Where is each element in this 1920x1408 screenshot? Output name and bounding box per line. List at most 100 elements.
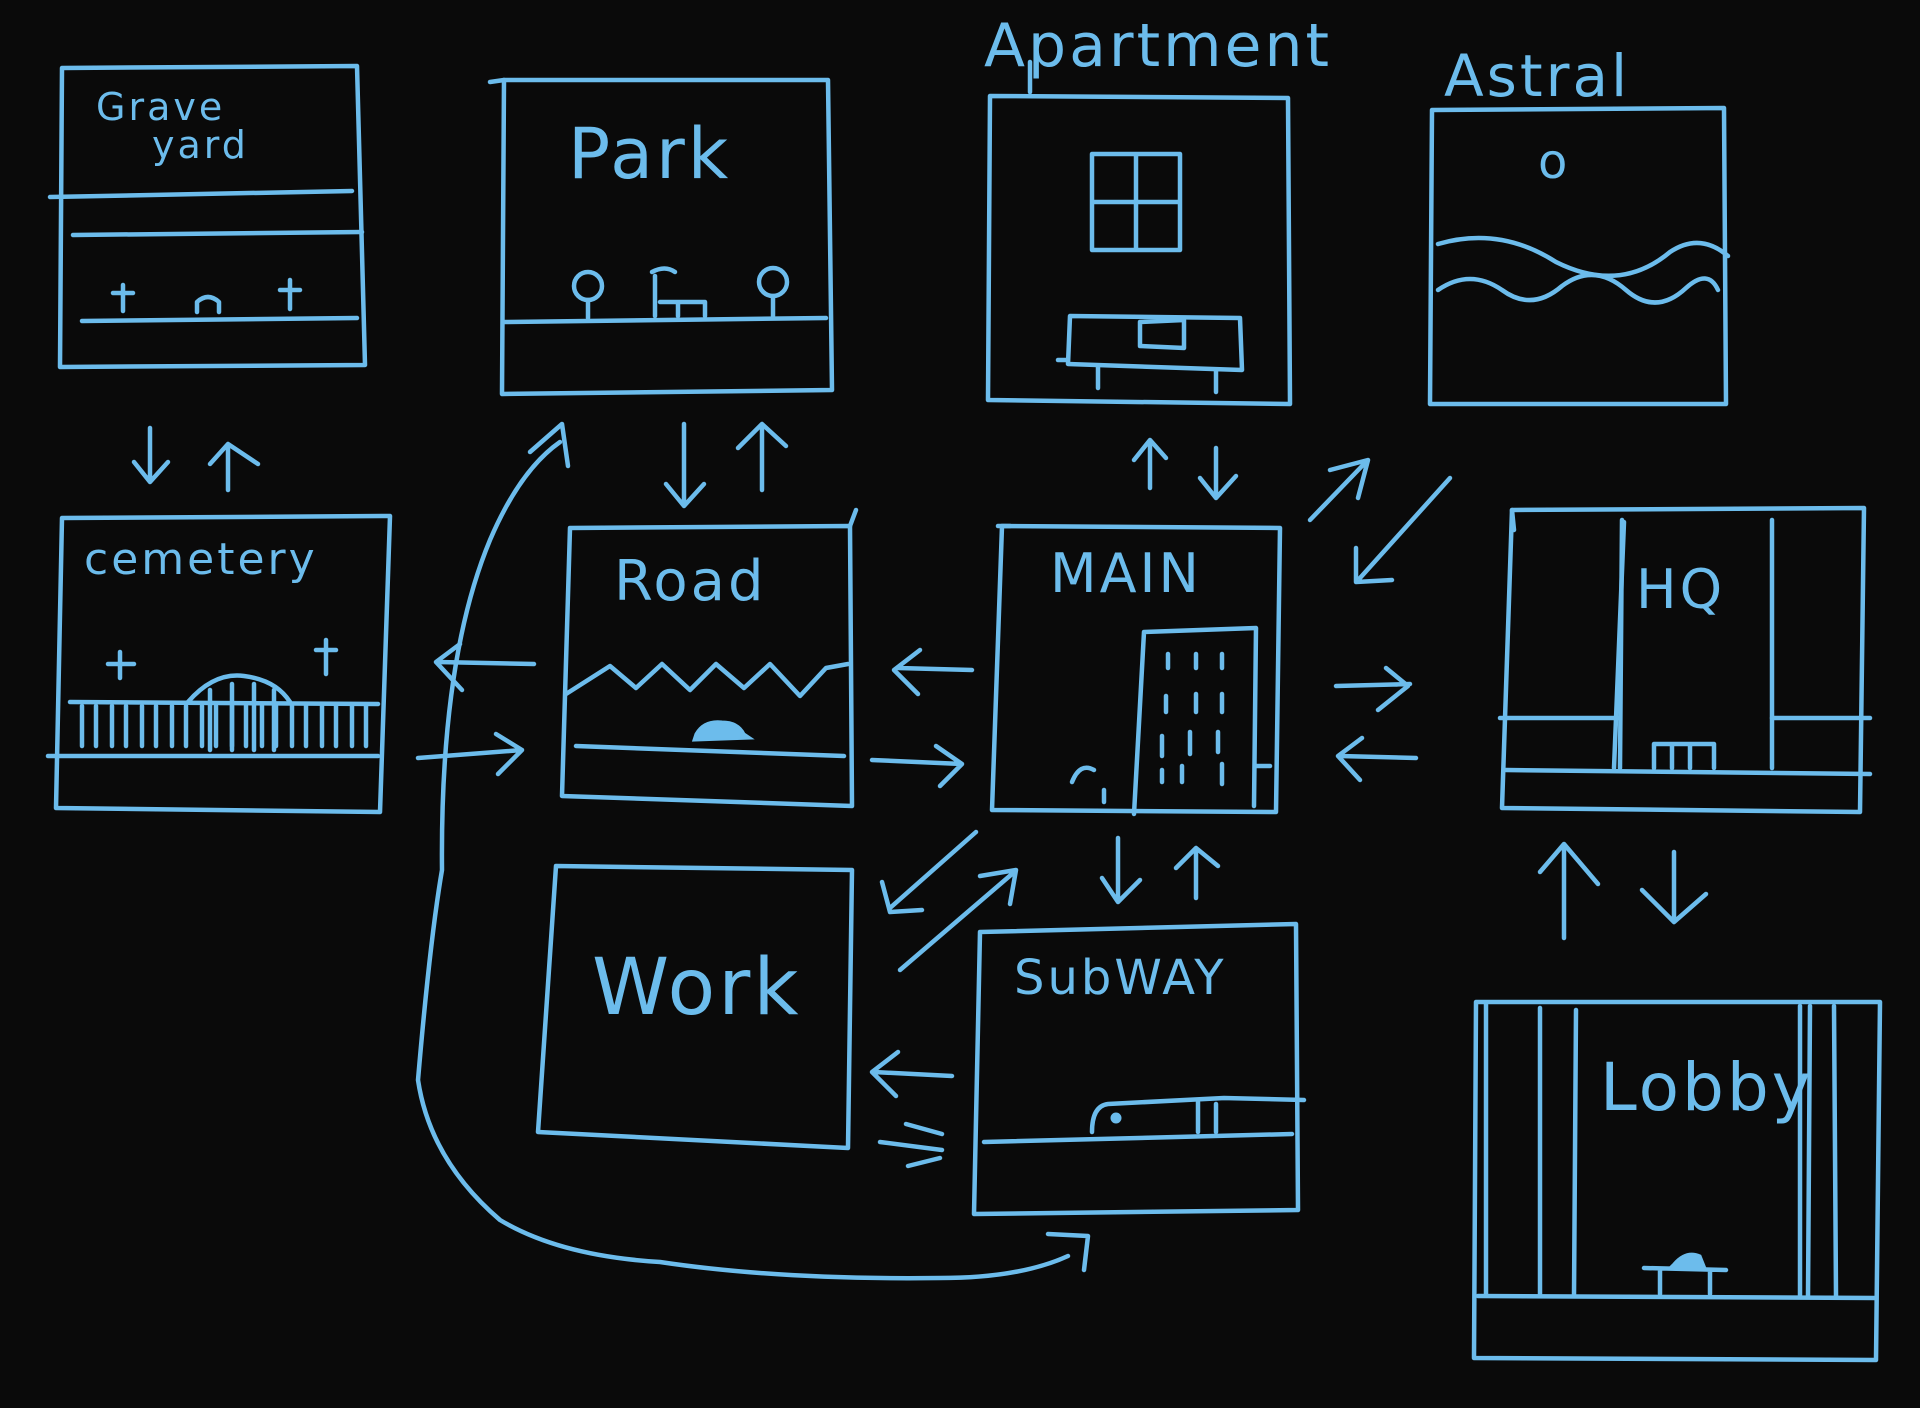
- arrow-right: [415, 731, 525, 777]
- room-frame: [53, 513, 393, 815]
- ground-line: [67, 699, 381, 707]
- room-work: Work: [535, 863, 855, 1151]
- connection-main-work: [879, 829, 1019, 973]
- room-label: Apartment: [984, 11, 1332, 81]
- connection-subway-park: [415, 421, 1091, 1281]
- arrow-down-left: [1353, 475, 1453, 585]
- arrow-down: [1099, 835, 1143, 905]
- cross-icon: [110, 282, 136, 314]
- arrow-down: [131, 425, 171, 485]
- wave-line: [1435, 272, 1721, 305]
- connection-main-subway: [1099, 835, 1221, 905]
- mountain-line: [563, 661, 851, 699]
- building-icon: [1131, 625, 1273, 817]
- room-main: MAIN: [989, 523, 1283, 817]
- arrow-right: [877, 1121, 945, 1169]
- room-frame: [499, 77, 835, 397]
- room-label: MAIN: [1050, 542, 1202, 605]
- arrow-right: [869, 743, 965, 789]
- connection-park-road: [663, 421, 789, 509]
- arrow-up: [1173, 845, 1221, 901]
- connection-main-hq: [1333, 665, 1419, 783]
- tree-icon: [756, 265, 790, 319]
- arrow-down-left: [879, 829, 979, 915]
- room-label: Lobby: [1600, 1049, 1814, 1126]
- room-road: Road: [559, 507, 859, 809]
- pillar-line: [1805, 1003, 1813, 1299]
- arrow-left: [891, 647, 975, 697]
- room-label: Road: [614, 549, 767, 614]
- ground-line: [79, 315, 360, 324]
- room-label: yard: [152, 123, 249, 167]
- room-graveyard: Grave yard: [47, 63, 368, 370]
- room-label: Grave: [96, 85, 225, 129]
- cross-icon: [277, 277, 303, 312]
- arrow-right: [1333, 665, 1413, 713]
- arrow-down: [1197, 445, 1239, 501]
- room-subway: SubWAY: [971, 921, 1307, 1217]
- room-frame: [535, 863, 855, 1151]
- room-cemetery: cemetery: [45, 513, 393, 815]
- room-label: SubWAY: [1014, 950, 1227, 1006]
- room-apartment: Apartment: [984, 11, 1332, 407]
- room-frame: [1427, 105, 1729, 407]
- room-frame: [989, 523, 1283, 815]
- bench-icon: [649, 266, 708, 319]
- frame-tick: [487, 77, 507, 85]
- connection-cemetery-road: [415, 641, 537, 777]
- window-icon: [1089, 151, 1183, 253]
- cross-icon: [105, 649, 137, 681]
- frame-tick: [1509, 507, 1517, 533]
- room-label: cemetery: [84, 534, 318, 585]
- bed-icon: [1055, 313, 1245, 395]
- arrow-down: [663, 421, 707, 509]
- curved-connector: [415, 439, 1071, 1281]
- ground-line: [47, 188, 355, 200]
- wall-line: [1617, 517, 1625, 771]
- room-label: Astral: [1444, 42, 1630, 110]
- person-icon: [1069, 765, 1107, 805]
- arrow-left: [869, 1049, 955, 1099]
- arrow-up: [1131, 437, 1169, 491]
- ground-line: [573, 743, 847, 759]
- room-label: HQ: [1636, 558, 1725, 621]
- arrow-up: [735, 421, 789, 493]
- connection-road-main: [869, 647, 975, 789]
- train-icon: [1089, 1095, 1307, 1135]
- tree-icon: [571, 269, 605, 321]
- room-frame: [985, 93, 1293, 407]
- car-icon: [691, 720, 755, 742]
- arrow-head-right: [1045, 1231, 1091, 1273]
- room-frame: [1499, 505, 1867, 815]
- ground-line: [1503, 767, 1873, 777]
- room-frame: [971, 921, 1301, 1217]
- connection-apartment-main: [1131, 437, 1239, 501]
- room-hq: HQ: [1497, 505, 1873, 815]
- mausoleum-icon: [185, 673, 293, 753]
- room-astral: o Astral: [1427, 42, 1731, 407]
- ground-line: [70, 229, 365, 238]
- cross-icon: [313, 637, 339, 677]
- room-frame: [1471, 999, 1883, 1363]
- desk-icon: [1651, 741, 1717, 771]
- arrow-up-right: [897, 867, 1019, 973]
- arrow-head-up: [527, 421, 571, 469]
- room-frame: [57, 63, 368, 370]
- ground-line: [981, 1131, 1295, 1145]
- moon-icon: o: [1538, 134, 1570, 190]
- connection-hq-lobby: [1537, 841, 1709, 941]
- room-label: Work: [592, 943, 802, 1033]
- arrow-left: [1335, 735, 1419, 783]
- ground-line: [501, 315, 829, 325]
- room-label: Park: [568, 113, 731, 195]
- desk-icon: [1641, 1252, 1729, 1297]
- fence: [79, 703, 369, 749]
- ground-line: [1475, 1293, 1879, 1301]
- room-lobby: Lobby: [1471, 999, 1883, 1363]
- room-park: Park: [487, 77, 835, 397]
- tombstone-icon: [194, 294, 222, 315]
- arrow-up: [1537, 841, 1601, 941]
- connection-main-astral: [1307, 457, 1453, 585]
- connection-graveyard-cemetery: [131, 425, 261, 493]
- frame-tick: [847, 507, 859, 529]
